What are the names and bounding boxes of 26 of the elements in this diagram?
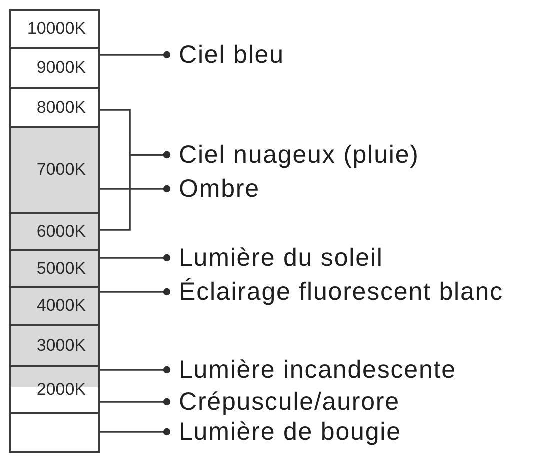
scale-segment: 9000K: [9, 47, 100, 89]
leader-line: [100, 151, 171, 231]
light-source-label: Lumière incandescente: [167, 356, 456, 384]
scale-segment: 10000K: [9, 9, 100, 49]
scale-segment: 5000K: [9, 249, 100, 288]
light-source-label: Ciel bleu: [167, 41, 284, 69]
scale-segment: [9, 412, 100, 453]
leader-line: [100, 366, 171, 374]
light-source-label: Lumière de bougie: [167, 418, 402, 446]
scale-segment: 2000K: [9, 365, 100, 414]
light-source-label: Éclairage fluorescent blanc: [167, 278, 504, 306]
leader-line: [100, 288, 171, 296]
light-source-label: Ciel nuageux (pluie): [167, 141, 420, 169]
leader-line: [100, 254, 171, 262]
leader-line: [100, 185, 171, 193]
leader-line: [100, 51, 171, 59]
scale-segment: 3000K: [9, 324, 100, 367]
light-source-label: Crépuscule/aurore: [167, 388, 400, 416]
light-source-label: Lumière du soleil: [167, 244, 384, 272]
leader-line: [100, 428, 171, 436]
scale-segment: 7000K: [9, 126, 100, 214]
light-source-label: Ombre: [167, 175, 260, 203]
scale-segment: 8000K: [9, 87, 100, 128]
scale-segment: 6000K: [9, 212, 100, 251]
leader-line: [100, 398, 171, 406]
scale-segment: 4000K: [9, 286, 100, 326]
